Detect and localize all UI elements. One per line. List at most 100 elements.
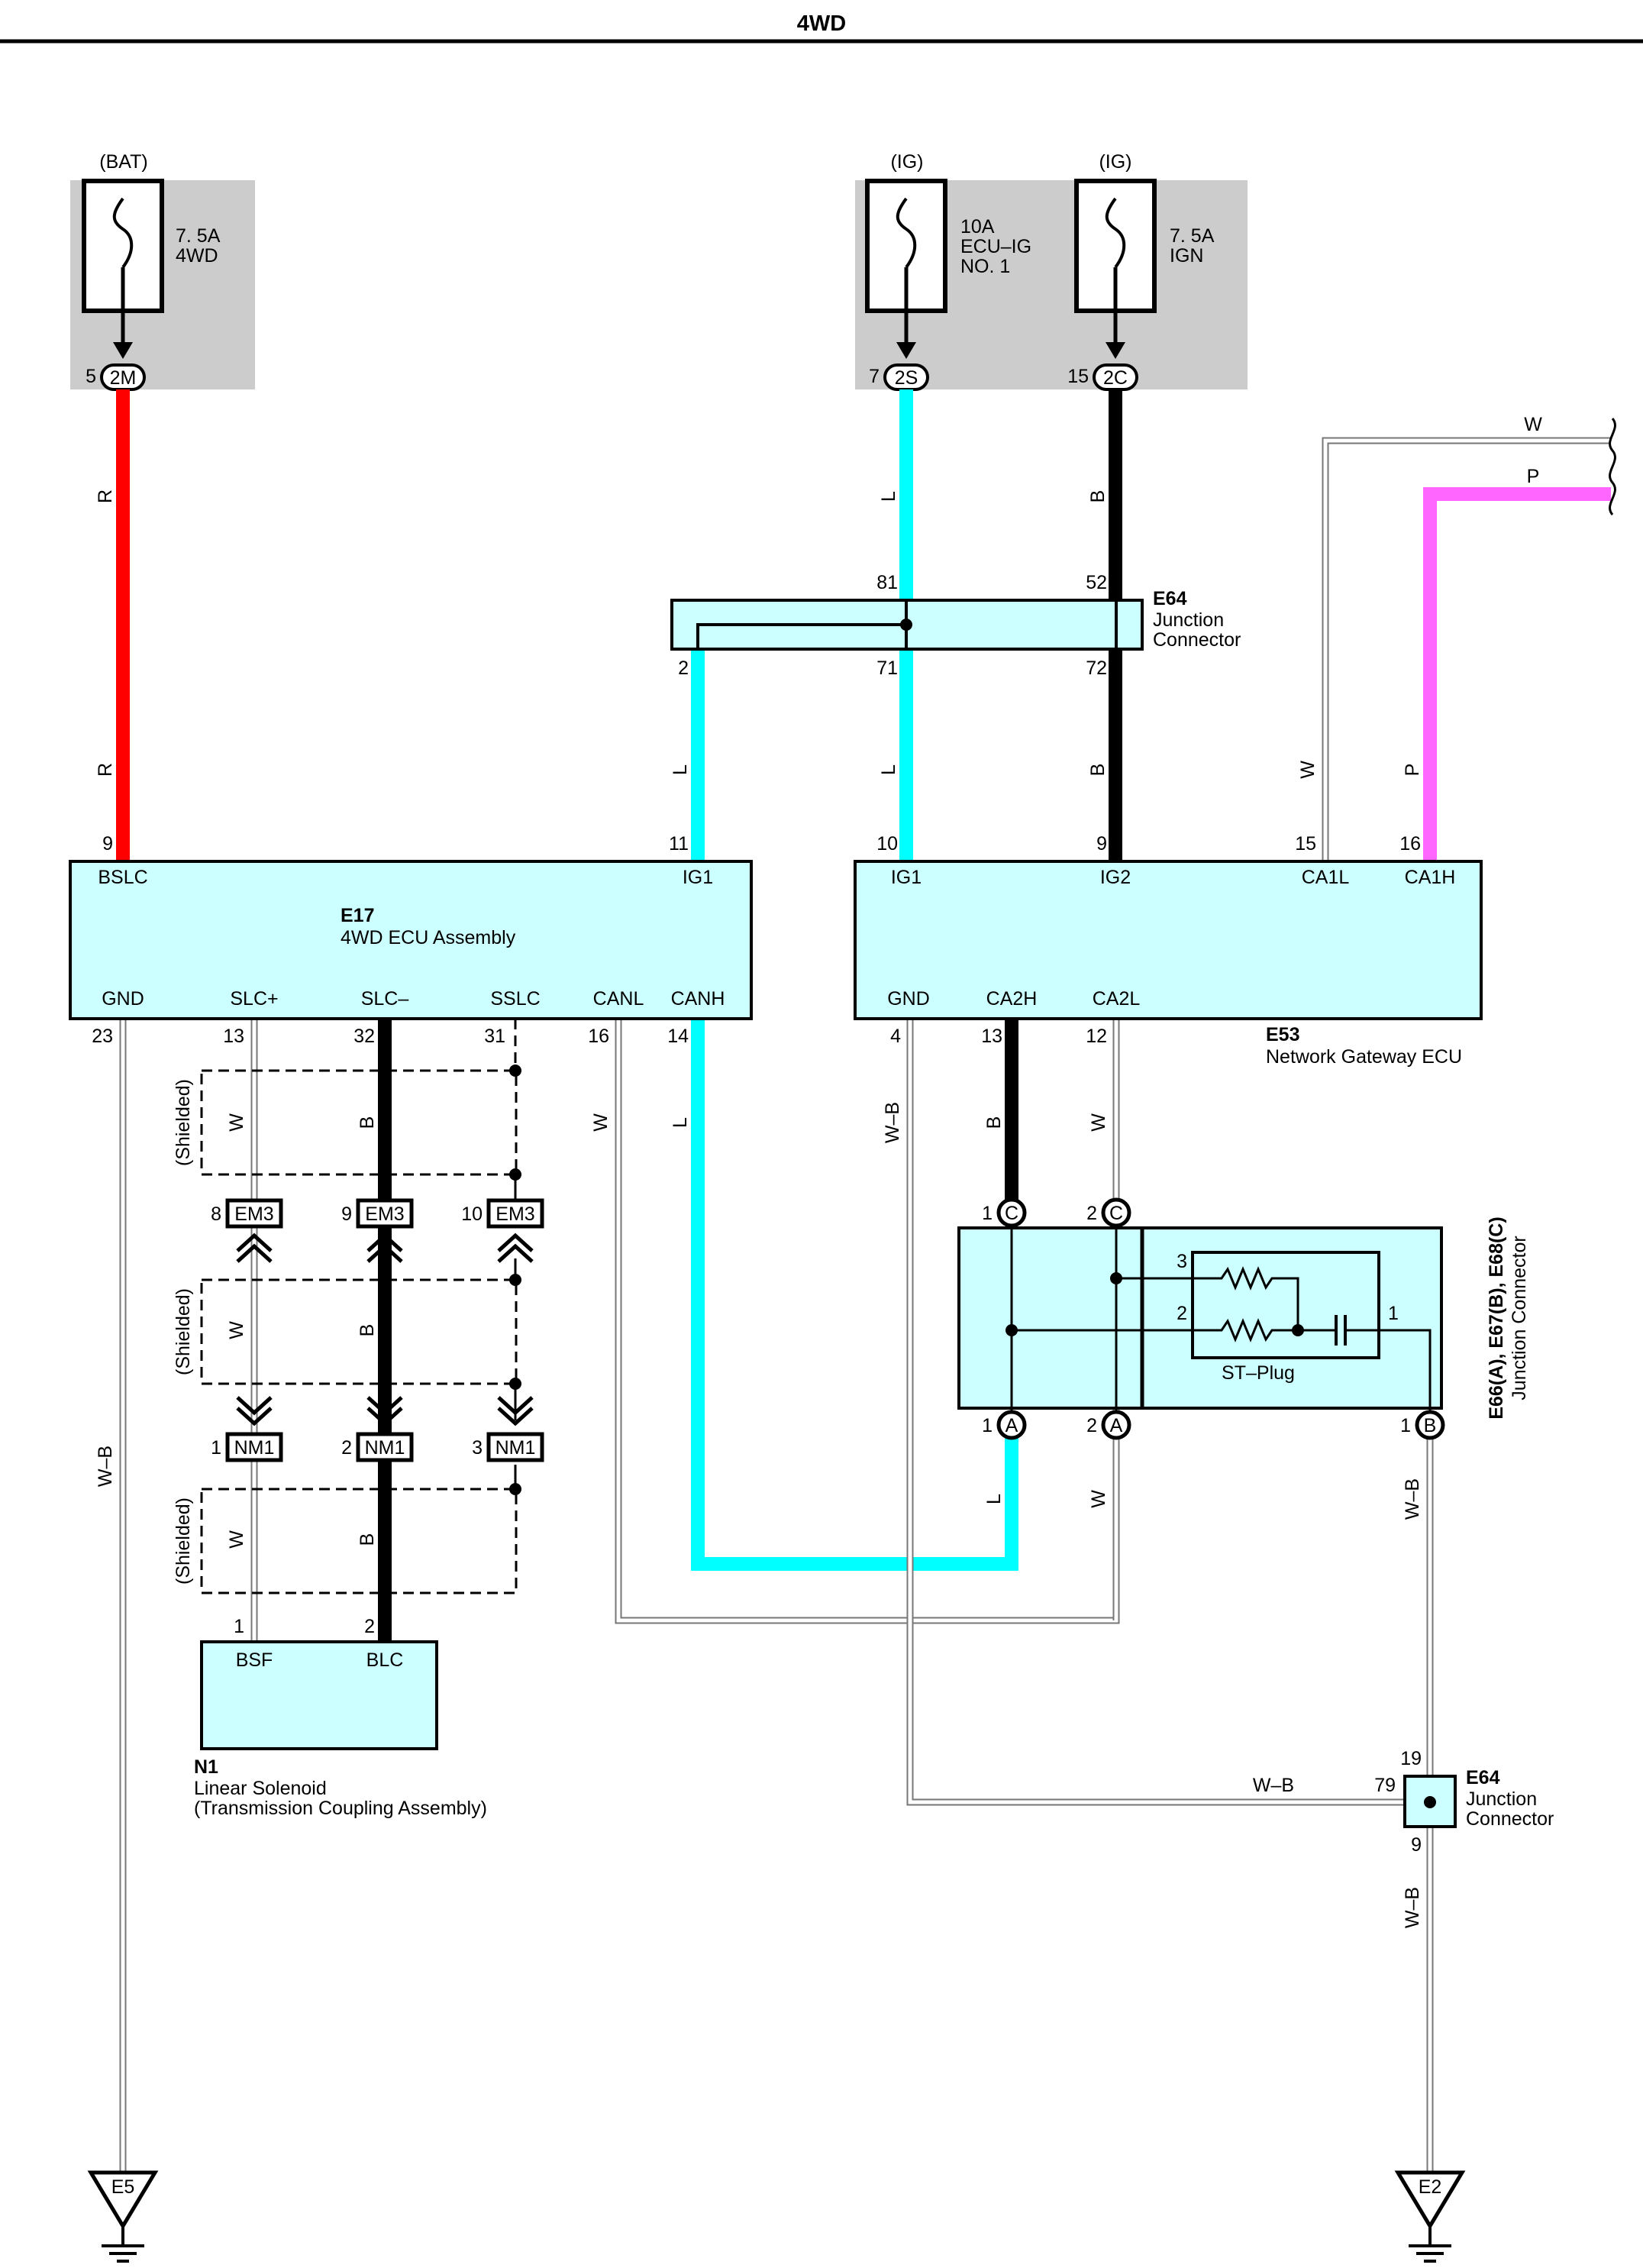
shielded-label-2: (Shielded) [173,1288,194,1375]
em3-label-3: EM3 [495,1203,534,1225]
pin-a1-letter: A [1005,1415,1018,1436]
nm1-label-1: NM1 [234,1437,275,1459]
em3-box-3 [486,1198,544,1229]
e17-pin-32: 32 [353,1026,375,1047]
e17-terminal-slc-plus: SLC+ [230,988,278,1010]
e64-pin-71: 71 [876,657,898,679]
pin-a2-letter: A [1110,1415,1123,1436]
connector-2m-label: 2M [110,367,137,389]
n1-pin-1: 1 [234,1616,244,1637]
e17-terminal-canl: CANL [593,988,644,1010]
st-inner-pin-1: 1 [1388,1303,1399,1324]
em3-pin-8: 8 [211,1203,221,1225]
ig2-source-label: (IG) [1099,151,1131,173]
resistor-1 [1193,1266,1299,1330]
label-l-e53: L [878,764,899,775]
nm1-box-2 [356,1432,414,1462]
em3-label-2: EM3 [365,1203,404,1225]
ig1-source-label: (IG) [890,151,923,173]
e17-pin-11: 11 [669,833,689,855]
connector-2c-label: 2C [1103,367,1128,389]
em3-label-1: EM3 [234,1203,273,1225]
e64-pin-2: 2 [678,657,689,679]
page-title: 4WD [797,11,846,36]
pin-a1-num: 1 [982,1415,993,1436]
label-p-ca1h: P [1402,764,1423,777]
label-wb-e17-gnd: W–B [95,1446,116,1487]
label-w-1: W [226,1113,247,1132]
bat-source-label: (BAT) [99,151,147,173]
label-w-right: W [1524,414,1542,435]
fuse-ign-rating: 7. 5A [1170,225,1215,247]
e17-pin-13: 13 [223,1026,244,1047]
pin-a2-num: 2 [1086,1415,1097,1436]
e17-id: E17 [341,905,374,926]
e53-pin-12: 12 [1086,1026,1107,1047]
st-inner-pin-3: 3 [1177,1251,1187,1272]
e17-terminal-slc-minus: SLC– [361,988,409,1010]
e64-bottom-pin-9: 9 [1411,1834,1422,1856]
e64-bottom-name-2: Connector [1466,1808,1554,1830]
e17-terminal-sslc: SSLC [490,988,540,1010]
e17-terminal-bslc: BSLC [98,867,147,888]
pin-c2-letter: C [1109,1203,1123,1224]
label-b-e53: B [1087,764,1109,777]
e17-name: 4WD ECU Assembly [341,927,516,948]
label-l-canh: L [670,1117,691,1128]
e53-pin-15: 15 [1295,833,1316,855]
e64-bottom-name-1: Junction [1466,1788,1537,1810]
e64-bottom-pin-19: 19 [1400,1748,1422,1769]
bat-pin: 5 [86,366,96,387]
e17-pin-14: 14 [667,1026,689,1047]
label-wb-b1: W–B [1402,1478,1423,1520]
label-w-ca1l: W [1297,761,1319,779]
e53-pin-16: 16 [1399,833,1421,855]
shield-2 [200,1278,518,1385]
st-inner-pin-2: 2 [1177,1303,1187,1324]
e17-pin-31: 31 [484,1026,505,1047]
wire-blue-canh [691,1019,1018,1571]
label-b-2: B [357,1324,378,1337]
em3-pin-10: 10 [461,1203,483,1225]
label-wb-horizontal: W–B [1253,1775,1294,1796]
label-b-upper: B [1087,490,1109,503]
pin-b1 [1415,1410,1445,1440]
label-l-upper: L [878,491,899,502]
e53-id: E53 [1266,1024,1299,1045]
pin-a2 [1101,1410,1131,1440]
e17-pin-23: 23 [92,1026,113,1047]
nm1-label-3: NM1 [495,1437,536,1459]
label-l-a1: L [983,1494,1005,1504]
shielded-label-3: (Shielded) [173,1497,194,1585]
e53-pin-9: 9 [1096,833,1107,855]
connector-2s-label: 2S [895,367,918,389]
fuse-4wd-element [112,197,134,269]
ground-e5-label: E5 [111,2176,135,2198]
n1-name-1: Linear Solenoid [194,1778,327,1799]
label-b-3: B [357,1533,378,1546]
n1-name-2: (Transmission Coupling Assembly) [194,1798,487,1819]
nm1-box-3 [486,1432,544,1462]
e64-pin-72: 72 [1086,657,1107,679]
n1-id: N1 [194,1756,218,1778]
e17-pin-9: 9 [102,833,113,855]
shield-1 [200,1069,518,1176]
label-wb-e64-lower: W–B [1402,1887,1423,1928]
label-w-3: W [226,1530,247,1549]
pin-b1-num: 1 [1400,1415,1411,1436]
fuse-ecu-ig-no: NO. 1 [960,256,1010,277]
e53-terminal-ca1l: CA1L [1302,867,1350,888]
pin-c1-letter: C [1005,1203,1018,1224]
em3-box-2 [356,1198,414,1229]
nm1-pin-1: 1 [211,1437,221,1459]
n1-terminal-bsf: BSF [236,1649,273,1671]
fuse-4wd-rating: 7. 5A [176,225,221,247]
junction-connector-e66 [957,1226,1443,1410]
ecu-e17-box [69,860,753,1020]
wire-wb-e53-gnd [906,1019,1431,1806]
e53-terminal-ca2h: CA2H [986,988,1038,1010]
label-b-1: B [357,1116,378,1129]
st-plug-box [1191,1251,1380,1359]
wire-color-labels: R R L B L L B W P W P W–B W B W B W B W … [95,414,1542,1928]
